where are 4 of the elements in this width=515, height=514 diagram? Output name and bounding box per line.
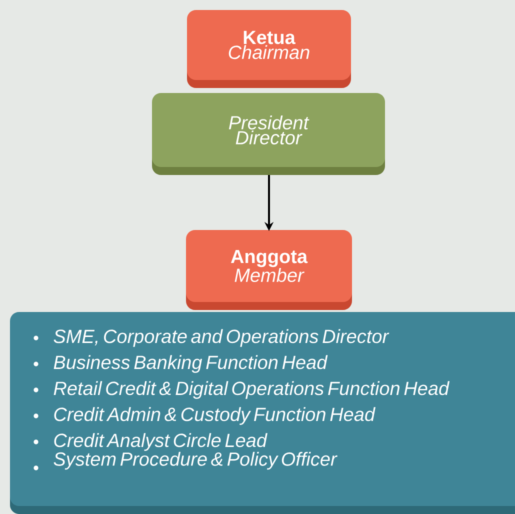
title-box: Anggota Member [186, 230, 352, 310]
list-panel: SME, Corporate and Operations Director Business Banking Function Head Retail Credit & Digital Operations Function Head Credit Admin & Custody Function Head Credit Analyst Circle Lead System Procedure & Policy Officer [10, 312, 515, 514]
title-box: President Director [152, 93, 385, 175]
title-box: Ketua Chairman [187, 10, 351, 88]
